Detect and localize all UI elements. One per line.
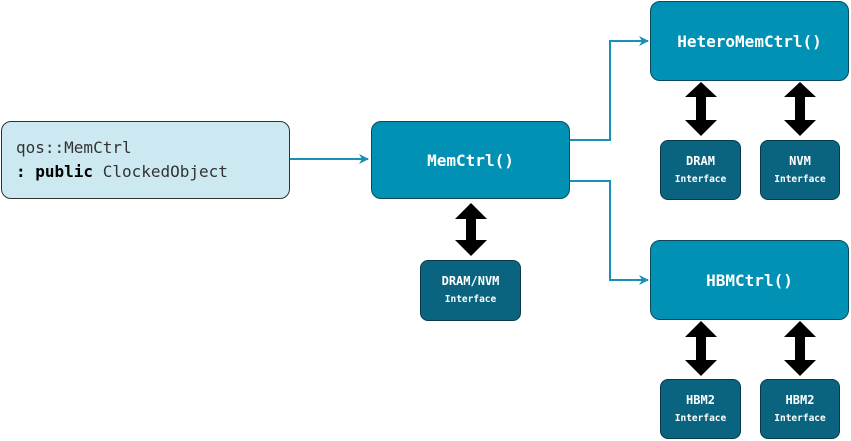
interface-name: HBM2 — [686, 392, 715, 407]
bidirectional-arrow-hetero-nvm — [784, 82, 816, 136]
connector-to-hbmctrl — [570, 180, 649, 285]
heteromemctrl-label: HeteroMemCtrl() — [677, 31, 822, 51]
hbm2-interface-box-b: HBM2 Interface — [760, 379, 840, 439]
interface-name: DRAM/NVM — [441, 274, 500, 288]
class-name: qos::MemCtrl — [16, 138, 132, 157]
dram-nvm-interface-box: DRAM/NVM Interface — [420, 260, 521, 321]
interface-name: HBM2 — [785, 392, 815, 407]
interface-sublabel: Interface — [674, 173, 727, 185]
memctrl-label: MemCtrl() — [427, 150, 514, 170]
hbmctrl-label: HBMCtrl() — [706, 270, 793, 290]
hbm2-interface-box-a: HBM2 Interface — [660, 379, 741, 439]
public-keyword: public — [35, 162, 94, 181]
interface-sublabel: Interface — [674, 412, 727, 424]
memctrl-box: MemCtrl() — [371, 121, 570, 199]
dram-interface-box: DRAM Interface — [660, 140, 741, 200]
nvm-interface-box: NVM Interface — [760, 140, 840, 200]
bidirectional-arrow-memctrl-dram-nvm — [455, 203, 487, 256]
interface-name: NVM — [789, 153, 811, 168]
bidirectional-arrow-hbm-hbm2-a — [685, 321, 717, 376]
base-class-name: ClockedObject — [93, 162, 228, 181]
interface-sublabel: Interface — [444, 294, 497, 305]
memctrl-class-box: qos::MemCtrl : public ClockedObject — [1, 121, 290, 199]
interface-name: DRAM — [686, 153, 715, 168]
bidirectional-arrow-hbm-hbm2-b — [784, 321, 816, 376]
interface-sublabel: Interface — [774, 412, 826, 424]
bidirectional-arrow-hetero-dram — [685, 82, 717, 136]
heteromemctrl-box: HeteroMemCtrl() — [650, 1, 849, 81]
connector-to-heteromemctrl — [570, 36, 649, 141]
class-inheritance-prefix: : — [16, 162, 36, 181]
interface-sublabel: Interface — [774, 173, 826, 185]
hbmctrl-box: HBMCtrl() — [650, 240, 849, 320]
